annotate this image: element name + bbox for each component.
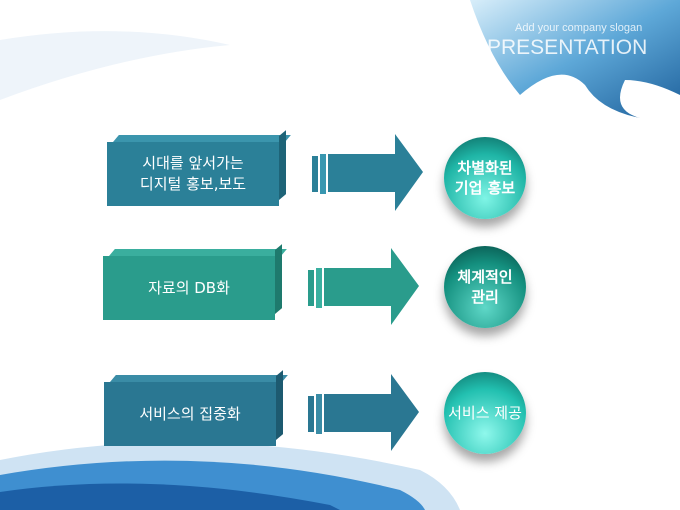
arrow-icon — [308, 248, 419, 325]
result-line: 체계적인 — [457, 268, 513, 286]
source-box-3: 서비스의 집중화 — [104, 370, 288, 446]
source-line: 서비스의 집중화 — [139, 404, 241, 423]
slogan-text: Add your company slogan — [515, 22, 643, 34]
source-box-2: 자료의 DB화 — [103, 244, 287, 320]
presentation-title: PRESENTATION — [487, 36, 648, 59]
arrow-icon — [312, 134, 423, 211]
source-line: 자료의 DB화 — [148, 278, 230, 297]
arrow-icon — [308, 374, 419, 451]
result-line: 기업 홍보 — [454, 179, 516, 197]
source-line: 디지털 홍보,보도 — [139, 175, 247, 193]
result-sphere-3: 서비스 제공 — [444, 372, 526, 454]
result-line: 서비스 제공 — [448, 404, 522, 422]
result-line: 차별화된 — [457, 159, 513, 177]
source-line: 시대를 앞서가는 — [142, 154, 244, 172]
result-line: 관리 — [471, 288, 499, 306]
